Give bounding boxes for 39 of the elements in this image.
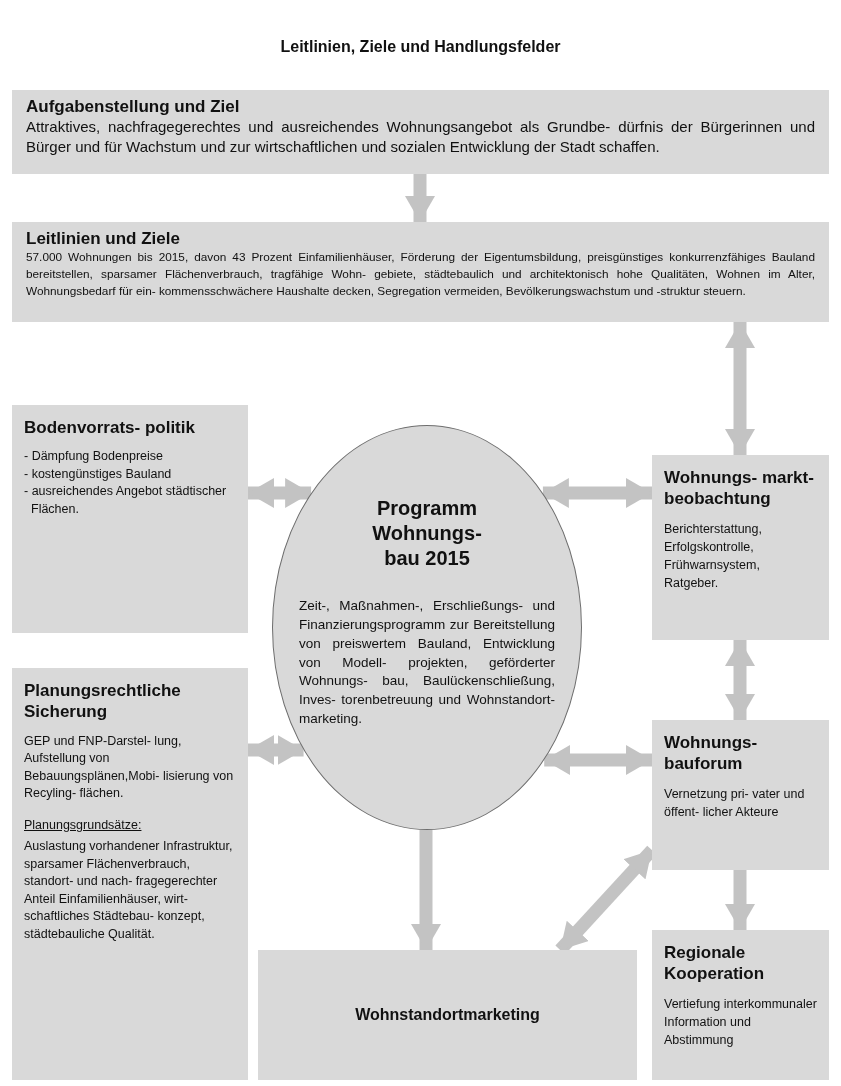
double-arrow xyxy=(542,478,652,508)
box-heading: Regionale Kooperation xyxy=(664,942,766,985)
double-arrow xyxy=(725,640,755,720)
field-box xyxy=(652,455,829,640)
double-arrow xyxy=(544,745,652,775)
double-arrow xyxy=(248,478,312,508)
box-text: GEP und FNP-Darstel- lung, Aufstellung von Bebauungsplänen,Mobi- lisierung von Recyling- flächen. xyxy=(24,732,235,802)
arrow xyxy=(405,174,435,222)
box-heading: Wohnungs- bauforum xyxy=(664,732,759,775)
diagram-title: Leitlinien, Ziele und Handlungsfelder xyxy=(279,38,562,56)
box-heading: Leitlinien und Ziele xyxy=(26,228,181,250)
box-heading: Programm Wohnungs- bau 2015 xyxy=(371,495,483,571)
double-arrow xyxy=(725,322,755,455)
box-text: 57.000 Wohnungen bis 2015, davon 43 Prozent Einfamilienhäuser, Förderung der Eigentumsbildung, preisgünstiges konkurrenzfähiges Bauland bereitstellen, sparsamer Flächenverbrauch, tragfähige Wohn- gebiete, städtebaulich und architektonisch hohe Qualitäten, Wohnen im Alter, Wohnungsbedarf für ein- kommensschwächere Haushalte decken, Segregation vermeiden, Bevölkerungswachstum und -struktur steuern. xyxy=(26,249,815,301)
box-text: Berichterstattung, Erfolgskontrolle, Frühwarnsystem, Ratgeber. xyxy=(664,520,763,592)
box-text: Vernetzung pri- vater und öffent- licher Akteure xyxy=(664,785,806,821)
process-box xyxy=(258,950,637,1080)
text-panel xyxy=(12,222,829,322)
box-text: Attraktives, nachfragegerechtes und ausreichendes Wohnungsangebot als Grundbe- dürfnis der Bürgerinnen und Bürger und für Wachstum und zur wirtschaftlichen und sozialen Entwicklung der Stadt schaffen. xyxy=(26,117,815,157)
list-item: - ausreichendes Angebot städtischer Flächen. xyxy=(24,483,228,518)
box-text: Vertiefung interkommunaler Information und Abstimmung xyxy=(664,995,817,1049)
list-item: - Dämpfung Bodenpreise xyxy=(24,448,164,466)
arrow xyxy=(411,830,441,950)
box-heading: Wohnungs- markt- beobachtung xyxy=(664,467,815,510)
box-text: Auslastung vorhandener Infrastruktur, sparsamer Flächenverbrauch, standort- und nach- fragegerechter Anteil Einfamilienhäuser, wirt- schaftliches Städtebau- konzept, städtebauliche Qualität. xyxy=(24,838,234,943)
field-box xyxy=(12,405,248,633)
box-heading: Planungsrechtliche Sicherung xyxy=(24,680,182,723)
box-text: Zeit-, Maßnahmen-, Erschließungs- und Finanzierungsprogramm zur Bereitstellung von preiswertem Bauland, Entwicklung von Modell- projekten, geförderter Wohnungs- bau, Baulückenschließung, Inves- torenbetreuung und Wohnstandort- marketing. xyxy=(299,596,555,729)
double-arrow xyxy=(248,735,304,765)
field-box xyxy=(652,720,829,870)
field-box xyxy=(12,668,248,1080)
box-heading: Bodenvorrats- politik xyxy=(24,417,196,439)
text-panel xyxy=(12,90,829,174)
box-heading: Wohnstandortmarketing xyxy=(355,1005,540,1025)
list-item: - kostengünstiges Bauland xyxy=(24,465,173,483)
arrow xyxy=(725,870,755,930)
subheading: Planungsgrundsätze: xyxy=(24,816,143,834)
field-box xyxy=(652,930,829,1080)
box-heading: Aufgabenstellung und Ziel xyxy=(26,96,241,118)
